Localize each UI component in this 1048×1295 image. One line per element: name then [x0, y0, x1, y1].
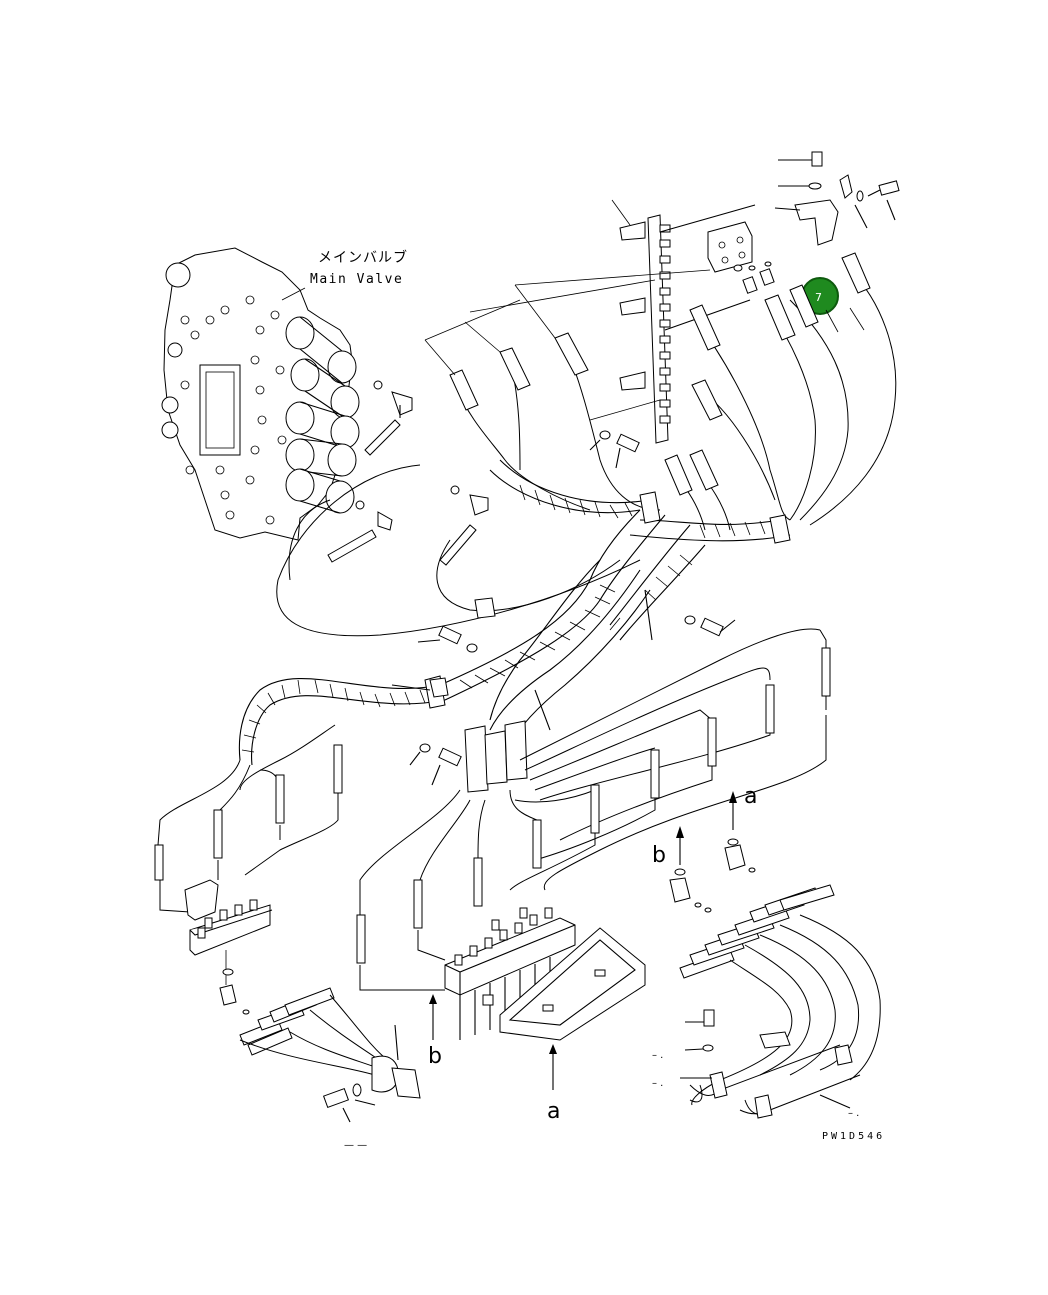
dash-mark-right-1: – . [652, 1050, 663, 1061]
drawing-code: PW1D546 [822, 1131, 885, 1142]
dash-mark-right-3: – . [848, 1108, 859, 1119]
dash-mark-bottom-left: — — [344, 1140, 367, 1151]
right-hose-set [356, 628, 831, 1090]
upper-manifold [619, 204, 756, 444]
view-label-b-lower: b [428, 1044, 442, 1069]
valve-fittings [327, 380, 489, 566]
leader-lines [424, 199, 865, 421]
bolt-group-top-right [774, 151, 900, 246]
view-label-a-upper: a [744, 784, 757, 809]
main-valve-leader [281, 287, 306, 301]
view-label-b-upper: b [652, 843, 666, 868]
dash-mark-right-2: – . [652, 1078, 663, 1089]
lower-right-fittings [669, 838, 881, 1119]
callout-7-number: 7 [815, 291, 822, 304]
view-label-a-lower: a [547, 1099, 560, 1124]
main-valve-label-jp: メインバルブ [318, 249, 408, 266]
upper-hoses [276, 252, 897, 637]
left-hose-set [154, 724, 421, 1123]
main-valve-label-en: Main Valve [310, 272, 403, 287]
main-valve-assembly [161, 247, 360, 541]
central-bundle [238, 459, 791, 793]
center-clamp-bolts [391, 430, 736, 786]
